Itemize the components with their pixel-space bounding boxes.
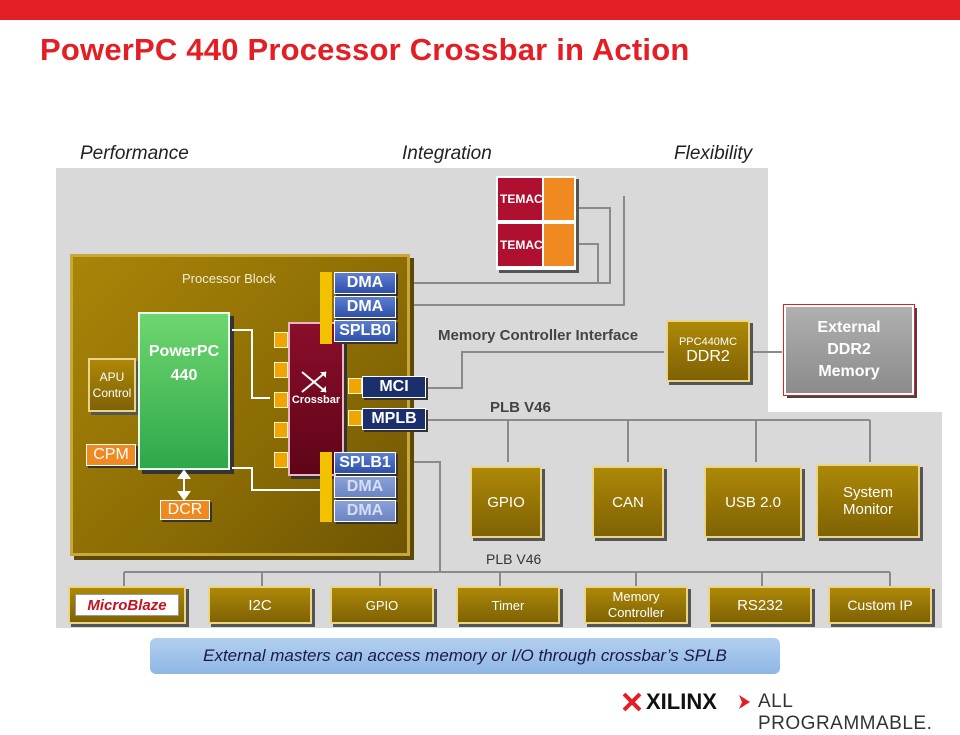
peripheral-usb: USB 2.0	[704, 466, 802, 538]
dma-engine-2: DMA	[334, 296, 396, 318]
temac-top-port	[544, 178, 574, 220]
processor-block-label: Processor Block	[182, 271, 276, 286]
peripheral-microblaze: MicroBlaze	[68, 586, 186, 624]
crossbar-port	[274, 452, 288, 468]
top-accent-bar	[0, 0, 960, 20]
crossbar-label: Crossbar	[291, 394, 341, 406]
connection-lines	[123, 196, 891, 586]
peripheral-rs232: RS232	[708, 586, 812, 624]
powerpc-440-cpu: PowerPC 440	[138, 312, 230, 470]
splb0-bus-bar	[320, 272, 332, 344]
dma-engine-4: DMA	[334, 500, 396, 522]
peripheral-system-monitor: System Monitor	[816, 464, 920, 538]
apu-control: APU Control	[88, 358, 136, 412]
peripheral-can: CAN	[592, 466, 664, 538]
header-performance: Performance	[80, 143, 189, 164]
page-title: PowerPC 440 Processor Crossbar in Action	[40, 32, 690, 67]
crossbar-port	[274, 422, 288, 438]
header-integration: Integration	[402, 143, 492, 164]
external-ddr2-memory: External DDR2 Memory	[783, 304, 915, 396]
splb0-port: SPLB0	[334, 320, 396, 342]
peripheral-gpio-top: GPIO	[470, 466, 542, 538]
ppc440mc-type: DDR2	[686, 348, 730, 365]
footer-brand: XILINX	[646, 689, 717, 714]
header-flexibility: Flexibility	[674, 143, 753, 164]
ppc440mc-controller: PPC440MC DDR2	[666, 320, 750, 382]
apu-control-label: APU Control	[92, 370, 132, 400]
mplb-port-connector	[348, 410, 362, 426]
peripheral-custom-ip: Custom IP	[828, 586, 932, 624]
peripheral-i2c: I2C	[208, 586, 312, 624]
external-memory-line3: Memory	[818, 363, 880, 380]
crossbar-port	[274, 362, 288, 378]
crossbar-switch-icon	[232, 329, 327, 491]
cpu-label-line2: 440	[170, 367, 198, 384]
splb1-bus-bar	[320, 452, 332, 522]
cpm-box: CPM	[86, 444, 136, 466]
dcr-box: DCR	[160, 500, 210, 520]
temac-top: TEMAC	[498, 178, 543, 220]
temac-bottom: TEMAC	[498, 224, 543, 266]
microblaze-logo: MicroBlaze	[75, 594, 179, 616]
peripheral-memory-controller: Memory Controller	[584, 586, 688, 624]
mplb-port: MPLB	[362, 408, 426, 430]
microblaze-label: MicroBlaze	[87, 596, 167, 614]
crossbar-port	[274, 392, 288, 408]
crossbar-port	[274, 332, 288, 348]
plb-label-bottom: PLB V46	[486, 551, 542, 567]
plb-label-top: PLB V46	[490, 399, 551, 416]
peripheral-timer: Timer	[456, 586, 560, 624]
xilinx-logo-icon	[622, 692, 642, 712]
chevron-right-icon	[739, 695, 750, 709]
external-memory-line2: DDR2	[827, 341, 871, 358]
crossbar	[288, 322, 344, 476]
temac-bottom-port	[544, 224, 574, 266]
memory-interface-label: Memory Controller Interface	[438, 327, 639, 344]
splb1-port: SPLB1	[334, 452, 396, 474]
mci-port: MCI	[362, 376, 426, 398]
external-memory-line1: External	[817, 319, 881, 336]
dma-engine-1: DMA	[334, 272, 396, 294]
dma-engine-3: DMA	[334, 476, 396, 498]
cpu-label-line1: PowerPC	[148, 343, 220, 360]
caption-banner: External masters can access memory or I/…	[150, 638, 780, 674]
cpu-dcr-arrow	[177, 469, 191, 501]
ppc440mc-label: PPC440MC	[678, 336, 738, 348]
mci-port-connector	[348, 378, 362, 394]
peripheral-gpio-bottom: GPIO	[330, 586, 434, 624]
footer-tagline: ALL PROGRAMMABLE.	[758, 691, 933, 734]
